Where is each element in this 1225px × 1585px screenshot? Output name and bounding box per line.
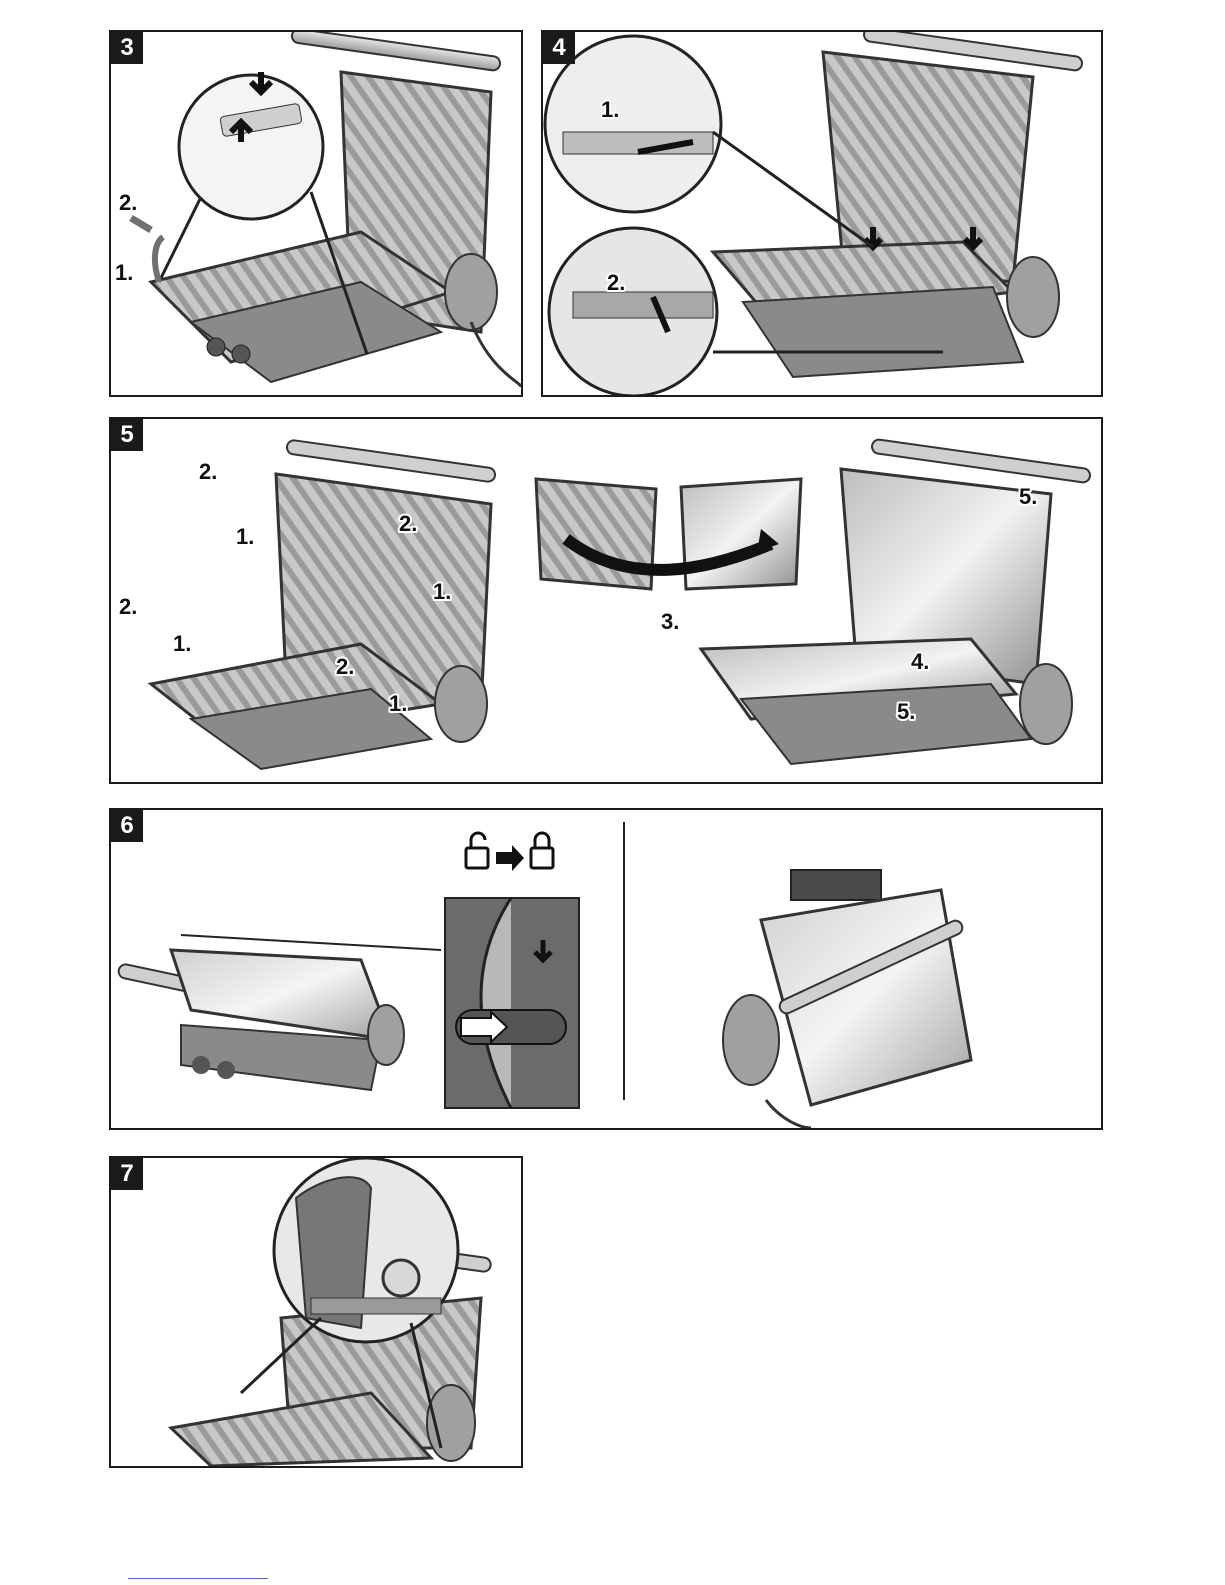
- arrow-right-icon: [496, 845, 524, 871]
- step-label: 4.: [911, 649, 929, 674]
- panel-number: 3: [111, 32, 143, 64]
- grill-open-illustration: 1. 2.: [111, 32, 521, 395]
- panel-5: 5 2. 1. 2. 1. 2. 1. 2. 1. 3.: [109, 417, 1103, 784]
- panel-3: 3 1. 2.: [109, 30, 523, 397]
- grill-open-illustration: 1. 2.: [543, 32, 1101, 395]
- panel-number: 6: [111, 810, 143, 842]
- step-label: 2.: [199, 459, 217, 484]
- step-label: 1.: [389, 691, 407, 716]
- step-label: 2.: [399, 511, 417, 536]
- panel-number: 4: [543, 32, 575, 64]
- step-label: 1.: [115, 260, 133, 285]
- panel-6: 6: [109, 808, 1103, 1130]
- step-label: 1.: [433, 579, 451, 604]
- lock-closed-icon: [531, 833, 553, 868]
- step-label: 3.: [661, 609, 679, 634]
- step-label: 2.: [119, 594, 137, 619]
- step-label: 5.: [897, 699, 915, 724]
- step-label: 1.: [173, 631, 191, 656]
- plate-swap-illustration: 2. 1. 2. 1. 2. 1. 2. 1. 3. 5. 4. 5.: [111, 419, 1101, 782]
- footer-line: [128, 1578, 268, 1579]
- lock-illustration: [111, 810, 1101, 1128]
- lock-open-icon: [466, 833, 488, 868]
- panel-7: 7: [109, 1156, 523, 1468]
- step-label: 2.: [607, 270, 625, 295]
- step-label: 1.: [601, 97, 619, 122]
- hinge-illustration: [111, 1158, 521, 1466]
- panel-number: 7: [111, 1158, 143, 1190]
- panel-number: 5: [111, 419, 143, 451]
- step-label: 2.: [119, 190, 137, 215]
- panel-4: 4 1. 2.: [541, 30, 1103, 397]
- step-label: 2.: [336, 654, 354, 679]
- step-label: 1.: [236, 524, 254, 549]
- step-label: 5.: [1019, 484, 1037, 509]
